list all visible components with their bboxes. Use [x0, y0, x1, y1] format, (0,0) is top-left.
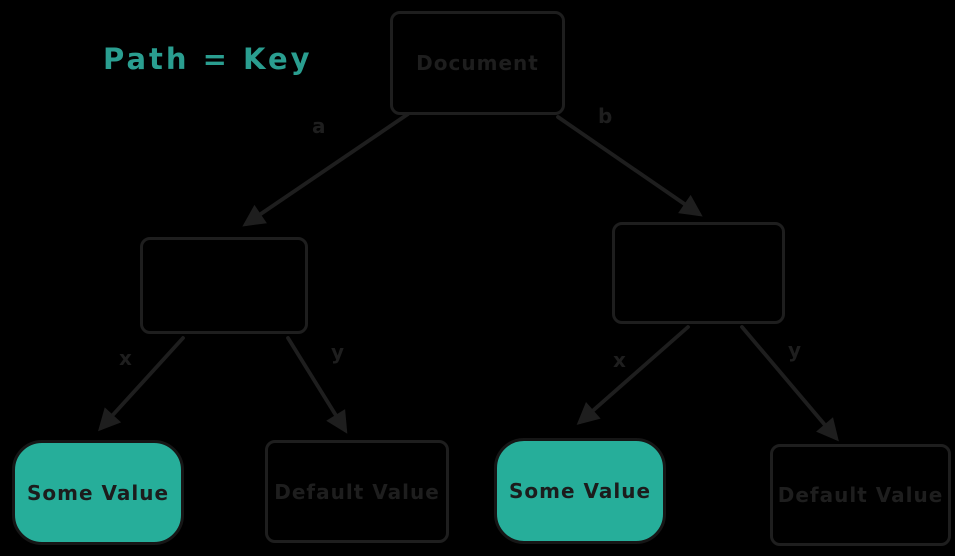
diagram-title: Path = Key — [103, 42, 313, 76]
edge-label: y — [331, 340, 345, 364]
root-node: Document — [390, 11, 565, 115]
edge-root-left — [242, 112, 410, 227]
internal-node-right — [612, 222, 785, 324]
leaf-node-some-value: Some Value — [12, 440, 184, 545]
leaf-node-label: Default Value — [777, 483, 944, 507]
leaf-node-label: Default Value — [274, 479, 440, 504]
edge-label: x — [119, 346, 132, 370]
leaf-node-default-value: Default Value — [265, 440, 449, 543]
leaf-node-default-value: Default Value — [770, 444, 951, 546]
root-node-label: Document — [416, 51, 539, 75]
edge-label: a — [312, 114, 326, 138]
leaf-node-label: Some Value — [508, 479, 652, 503]
leaf-node-label: Some Value — [26, 480, 170, 505]
leaf-node-some-value: Some Value — [494, 438, 666, 544]
edge-label: x — [613, 348, 626, 372]
edge-left-leaf1 — [98, 336, 185, 432]
edge-right-leaf3 — [576, 325, 690, 425]
edge-label: y — [788, 338, 802, 362]
internal-node-left — [140, 237, 308, 334]
edge-label: b — [598, 104, 613, 128]
edge-root-right — [556, 115, 703, 217]
